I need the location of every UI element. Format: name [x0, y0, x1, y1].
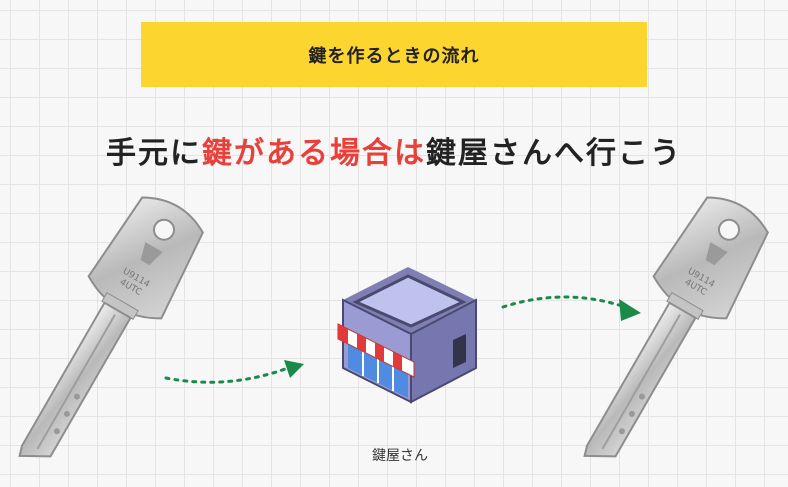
key-illustration-left: U9114 4UTC — [5, 190, 235, 460]
headline-part1: 手元に — [106, 136, 202, 171]
title-banner: 鍵を作るときの流れ — [141, 22, 647, 87]
shop-icon — [328, 262, 478, 412]
headline-highlight: 鍵がある場合は — [202, 136, 426, 171]
shop-caption: 鍵屋さん — [340, 445, 460, 465]
banner-title: 鍵を作るときの流れ — [309, 42, 480, 68]
key-illustration-right: U9114 4UTC — [570, 190, 788, 460]
headline: 手元に鍵がある場合は鍵屋さんへ行こう — [0, 128, 788, 172]
headline-part3: 鍵屋さんへ行こう — [426, 136, 682, 171]
arrow-to-shop — [158, 350, 318, 395]
